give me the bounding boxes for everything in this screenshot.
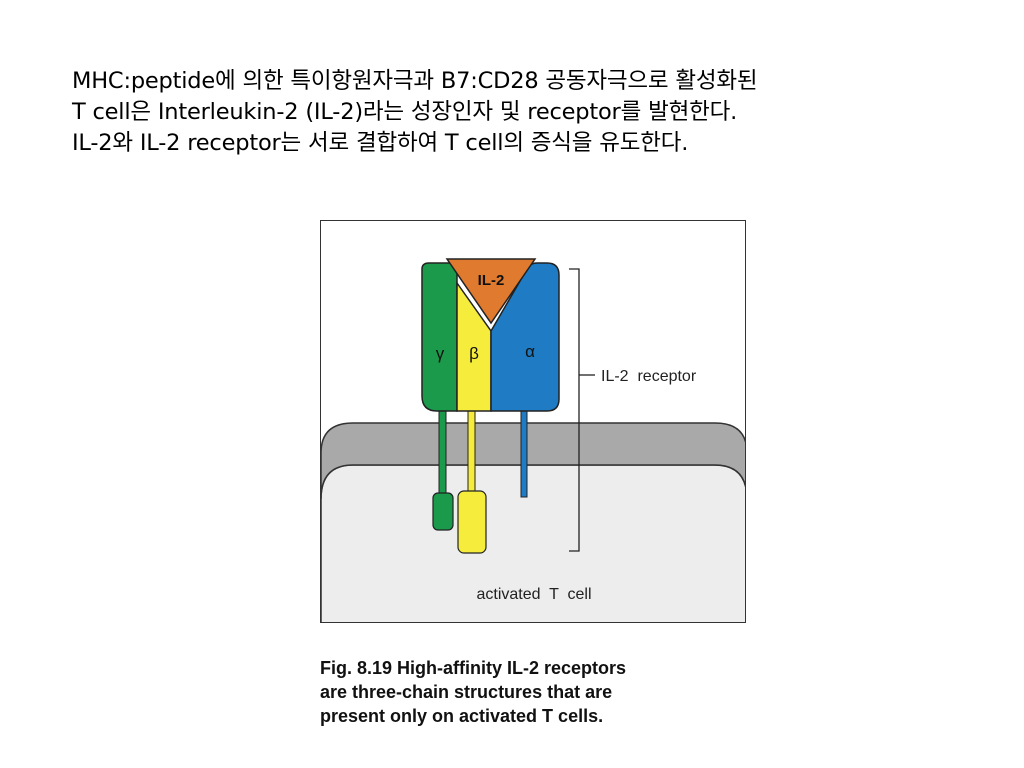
intro-line-3: IL-2와 IL-2 receptor는 서로 결합하여 T cell의 증식을… bbox=[72, 130, 689, 156]
alpha-chain-stalk bbox=[520, 406, 528, 498]
figure-caption: Fig. 8.19 High-affinity IL-2 receptors a… bbox=[320, 656, 740, 728]
cell-label: activated T cell bbox=[476, 586, 591, 603]
il2-ligand bbox=[445, 258, 537, 325]
gamma-chain-tail bbox=[432, 492, 454, 531]
cell-membrane bbox=[321, 422, 745, 500]
receptor-label: IL-2 receptor bbox=[601, 368, 697, 385]
caption-line-1: Fig. 8.19 High-affinity IL-2 receptors bbox=[320, 658, 627, 678]
gamma-chain-stalk bbox=[438, 406, 447, 498]
beta-chain-stalk bbox=[467, 406, 476, 496]
il2-receptor-figure: IL-2 γ β α IL-2 receptor activated T cel… bbox=[320, 220, 746, 623]
beta-label: β bbox=[469, 344, 479, 363]
caption-line-3: present only on activated T cells. bbox=[320, 706, 604, 726]
gamma-label: γ bbox=[436, 344, 445, 363]
alpha-label: α bbox=[525, 342, 535, 361]
intro-text: MHC:peptide에 의한 특이항원자극과 B7:CD28 공동자극으로 활… bbox=[72, 66, 992, 159]
beta-chain-tail bbox=[457, 490, 487, 554]
il2-receptor-diagram: IL-2 γ β α IL-2 receptor activated T cel… bbox=[321, 258, 745, 622]
intro-line-1: MHC:peptide에 의한 특이항원자극과 B7:CD28 공동자극으로 활… bbox=[72, 68, 758, 94]
il2-ligand-label: IL-2 bbox=[478, 272, 505, 289]
caption-line-2: are three-chain structures that are bbox=[320, 682, 613, 702]
intro-line-2: T cell은 Interleukin-2 (IL-2)라는 성장인자 및 re… bbox=[72, 99, 738, 125]
gamma-chain bbox=[421, 262, 458, 412]
receptor-bracket bbox=[569, 268, 580, 552]
